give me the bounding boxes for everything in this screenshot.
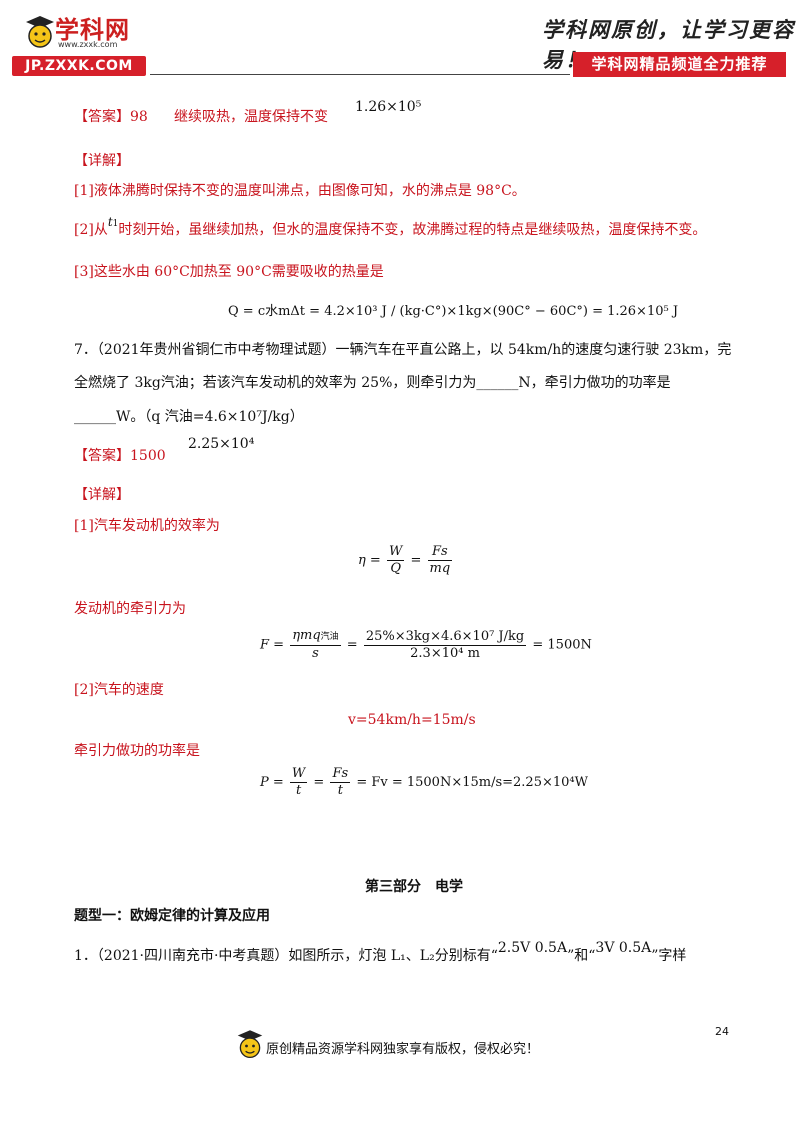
q1-mid: ”和“ (567, 948, 596, 964)
q7-stem-line3: ______W。（q 汽油=4.6×10⁷J/kg） (74, 409, 304, 425)
page-number: 24 (715, 1025, 729, 1038)
q6-answer-c: 1.26×10⁵ (355, 99, 422, 115)
q1-stem: 1．（2021·四川南充市·中考真题）如图所示，灯泡 L₁、L₂分别标有“ (74, 948, 498, 964)
q7-detail-p3: [2]汽车的速度 (74, 682, 164, 698)
recommend-banner-text: 学科网精品频道全力推荐 (591, 55, 768, 73)
q7-stem-line1: 7．（2021年贵州省铜仁市中考物理试题）一辆汽车在平直公路上，以 54km/h… (74, 342, 732, 358)
section-q1: 1．（2021·四川南充市·中考真题）如图所示，灯泡 L₁、L₂分别标有“2.5… (74, 940, 687, 966)
q6-p2-sub: 1 (112, 219, 119, 229)
q7-speed-eq: v=54km/h=15m/s (348, 712, 476, 728)
q7-detail-p1: [1]汽车发动机的效率为 (74, 518, 220, 534)
q7-detail-p2: 发动机的牵引力为 (74, 601, 186, 617)
logo-text: 学科网 (55, 16, 130, 44)
q6-answer: 【答案】98 (74, 107, 148, 127)
q6-detail-p3: [3]这些水由 60°C加热至 90°C需要吸收的热量是 (74, 264, 384, 280)
q1-rating-a: 2.5V 0.5A (497, 940, 568, 956)
q7-force-result: = 1500N (532, 637, 592, 653)
q7-answer-b: 2.25×10⁴ (188, 436, 255, 452)
q7-force-num: 25%×3kg×4.6×10⁷ J/kg (363, 628, 527, 646)
q7-detail-p4: 牵引力做功的功率是 (74, 743, 200, 759)
q6-p2-post: 时刻开始，虽继续加热，但水的温度保持不变，故沸腾过程的特点是继续吸热，温度保持不… (118, 222, 707, 238)
logo-url-small: www.zxxk.com (58, 40, 118, 49)
q7-answer-label: 【答案】 (74, 448, 130, 464)
q6-heat-formula: Q = c水mΔt = 4.2×10³ J / (kg·C°)×1kg×(90C… (228, 304, 679, 319)
footer-mascot-icon (237, 1030, 263, 1059)
logo-bar-text: JP.ZXXK.COM (25, 58, 133, 74)
footer-copyright: 原创精品资源学科网独家享有版权，侵权必究！ (266, 1042, 540, 1057)
q6-p2-pre: [2]从 (74, 222, 108, 238)
q7-power-tail: = Fv = 1500N×15m/s=2.25×10⁴W (356, 775, 588, 790)
q6-answer-b: 继续吸热，温度保持不变 (174, 109, 328, 125)
q6-detail-label: 【详解】 (74, 153, 130, 169)
q7-answer-a: 1500 (130, 448, 166, 464)
q1-end: ”字样 (651, 948, 687, 964)
q7-detail-label: 【详解】 (74, 487, 130, 503)
recommend-banner[interactable]: 学科网精品频道全力推荐 (573, 52, 786, 77)
q7-force-den: 2.3×10⁴ m (410, 645, 480, 661)
q6-detail-p2: [2]从t1时刻开始，虽继续加热，但水的温度保持不变，故沸腾过程的特点是继续吸热… (74, 215, 707, 242)
mascot-icon (26, 16, 54, 48)
q6-p2-t: t (107, 215, 113, 229)
q1-rating-b: 3V 0.5A (595, 940, 652, 956)
q7-stem-line2: 全燃烧了 3kg汽油；若该汽车发动机的效率为 25%，则牵引力为______N，… (74, 375, 671, 391)
logo-bar[interactable]: JP.ZXXK.COM (12, 56, 146, 76)
q7-answer: 【答案】1500 (74, 446, 166, 466)
type-title: 题型一：欧姆定律的计算及应用 (74, 908, 270, 924)
q6-answer-a: 98 (130, 109, 148, 125)
q6-detail-p1: [1]液体沸腾时保持不变的温度叫沸点，由图像可知，水的沸点是 98°C。 (74, 183, 526, 199)
q6-answer-label: 【答案】 (74, 109, 130, 125)
header-divider (150, 74, 570, 75)
section-title: 第三部分 电学 (365, 879, 463, 895)
